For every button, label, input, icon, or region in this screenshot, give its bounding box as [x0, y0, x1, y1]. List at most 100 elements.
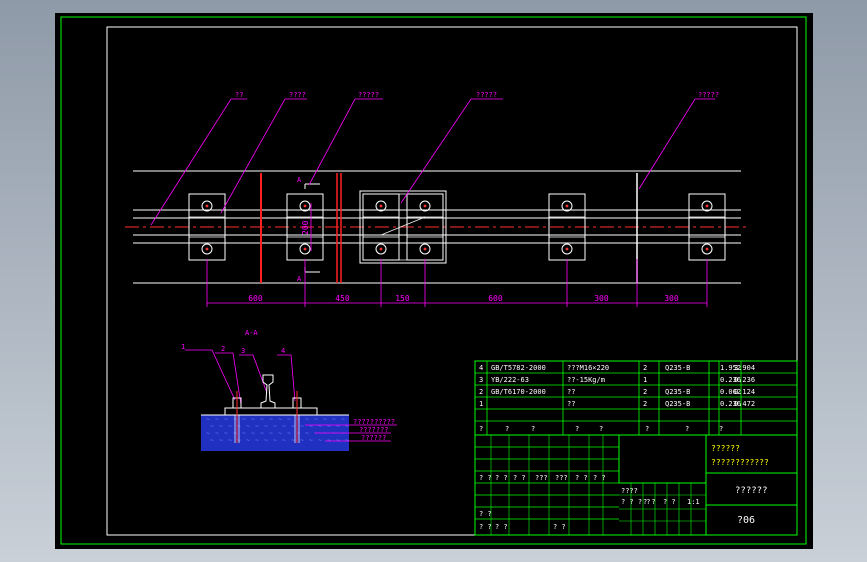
section-label: ???????: [359, 426, 389, 434]
bolt-hole: [201, 200, 213, 212]
bom-header-cell: ?: [599, 425, 603, 433]
base-plate: [224, 407, 318, 416]
svg-text:~: ~: [345, 437, 349, 444]
title-block-cell: ? ?: [479, 510, 492, 518]
svg-text:~: ~: [291, 437, 295, 444]
section-title: A-A: [245, 329, 258, 337]
svg-text:~: ~: [305, 416, 309, 423]
bom-header-cell: ?: [645, 425, 649, 433]
bom-cell: 1.952: [720, 364, 741, 372]
bolt-hole: [419, 243, 431, 255]
svg-text:~: ~: [273, 437, 277, 444]
svg-text:~: ~: [318, 437, 322, 444]
bom-cell: ??: [567, 400, 575, 408]
section-mark-label: A: [297, 176, 302, 184]
svg-text:~: ~: [291, 423, 295, 430]
bom-header-cell: ?: [719, 425, 723, 433]
title-block-cell: ???: [555, 474, 568, 482]
svg-text:~: ~: [336, 423, 340, 430]
bom-cell: 0.472: [734, 400, 755, 408]
bolt-hole: [375, 243, 387, 255]
title-block-cell: ????: [621, 487, 638, 495]
school-name: ??????: [711, 444, 740, 453]
bolt-hole: [375, 200, 387, 212]
bom-cell: 3: [479, 376, 483, 384]
svg-text:~: ~: [323, 416, 327, 423]
leader-line: [638, 98, 715, 190]
bolt-left: [232, 391, 242, 443]
bom-header-cell: ?: [575, 425, 579, 433]
svg-text:~: ~: [282, 423, 286, 430]
svg-text:~: ~: [341, 416, 345, 423]
svg-text:~: ~: [314, 430, 318, 437]
svg-text:~: ~: [309, 423, 313, 430]
bom-cell: 2: [643, 400, 647, 408]
bom-cell: 2: [479, 388, 483, 396]
bom-header-cell: ?: [479, 425, 483, 433]
svg-text:~: ~: [206, 430, 210, 437]
svg-text:~: ~: [255, 423, 259, 430]
svg-text:~: ~: [269, 416, 273, 423]
svg-text:~: ~: [255, 437, 259, 444]
svg-text:~: ~: [287, 416, 291, 423]
svg-text:~: ~: [224, 416, 228, 423]
callout-leaders: ?? ???? ????? ????? ?????: [150, 91, 719, 226]
leader-line: [400, 98, 503, 204]
bom-header-cell: ?: [505, 425, 509, 433]
leader-line: [185, 349, 236, 401]
bom-cell: 1: [479, 400, 483, 408]
bom-cell: 3.904: [734, 364, 755, 372]
dimension-label: 600: [248, 294, 263, 303]
svg-text:~: ~: [336, 437, 340, 444]
leader-line: [215, 352, 242, 406]
callout-label: ?????: [476, 91, 497, 99]
svg-text:~: ~: [224, 430, 228, 437]
section-marker-top: A: [297, 176, 320, 189]
bom-cell: 4: [479, 364, 483, 372]
drawing-number: ?06: [737, 515, 755, 526]
svg-text:~: ~: [332, 430, 336, 437]
section-label: ??????: [361, 434, 386, 442]
bom-cell: ??-15Kg/m: [567, 376, 605, 384]
svg-text:~: ~: [246, 423, 250, 430]
leader-line: [239, 354, 268, 394]
bom-cell: GB/T5782-2000: [491, 364, 546, 372]
bom-header-cell: ?: [531, 425, 535, 433]
title-block-cell: ? ?: [495, 474, 508, 482]
leader-line: [308, 98, 383, 186]
leader-line: [220, 98, 307, 214]
svg-text:~: ~: [341, 430, 345, 437]
svg-text:~: ~: [278, 430, 282, 437]
dimension-label: 150: [395, 294, 410, 303]
bolt-hole: [299, 243, 311, 255]
bom-cell: 0.236: [720, 400, 741, 408]
title-block-cell: ? ?: [513, 474, 526, 482]
leader-line: [277, 354, 296, 402]
title-block-cell: ???: [535, 474, 548, 482]
svg-text:~: ~: [300, 423, 304, 430]
svg-text:~: ~: [296, 430, 300, 437]
svg-text:~: ~: [345, 423, 349, 430]
title-block-border: [474, 434, 798, 536]
bom-cell: ???M16×220: [567, 364, 609, 372]
svg-text:~: ~: [215, 430, 219, 437]
title-block-cell: ? ? ? ?: [621, 498, 651, 506]
inner-frame: [106, 26, 798, 536]
vertical-dim-label: 200: [301, 220, 310, 235]
leader-line: [150, 98, 247, 226]
svg-text:~: ~: [287, 430, 291, 437]
drawing-title: ??????: [735, 486, 768, 496]
svg-text:~: ~: [300, 437, 304, 444]
svg-text:~: ~: [309, 437, 313, 444]
bolt-hole: [299, 200, 311, 212]
svg-text:~: ~: [264, 437, 268, 444]
title-block-cell: ? ?: [479, 474, 492, 482]
section-view-a-a: A-A 1 2 3 4 ~~~~~~~~~~~~~~~~~~~~~~~~~~~~…: [181, 329, 397, 451]
rail-profile: [260, 374, 276, 409]
bom-cell: 2: [643, 388, 647, 396]
